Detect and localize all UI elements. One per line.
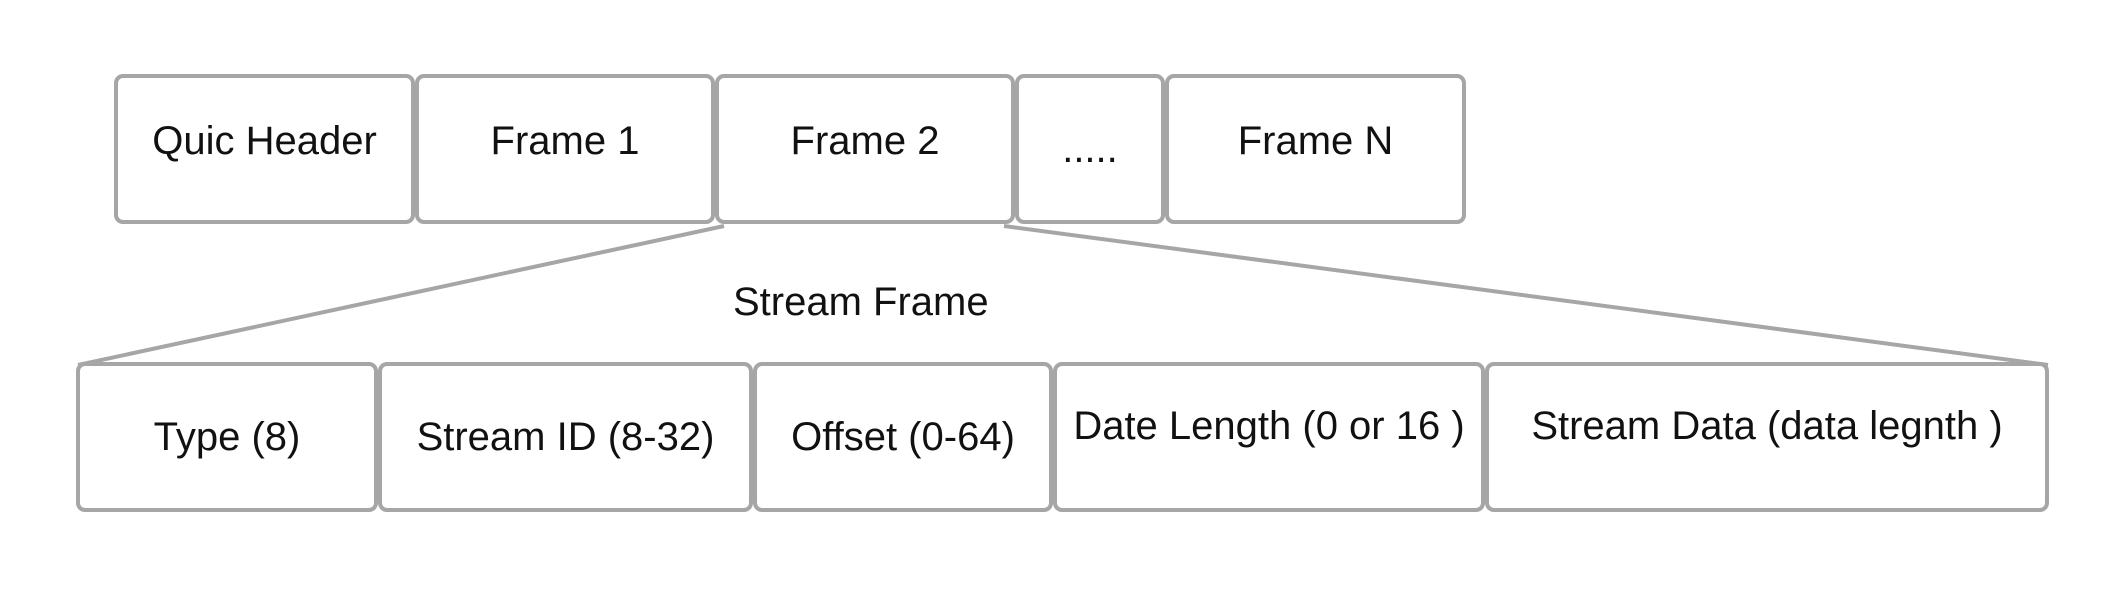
packet-segment-frame-n: Frame N bbox=[1165, 74, 1466, 224]
field-label: Stream Data (data legnth ) bbox=[1531, 403, 2003, 448]
field-stream-data: Stream Data (data legnth ) bbox=[1485, 362, 2049, 512]
packet-segment-label: Frame N bbox=[1237, 118, 1394, 163]
packet-segment-frame-2: Frame 2 bbox=[715, 74, 1015, 224]
field-label: Type (8) bbox=[153, 414, 301, 459]
packet-segment-ellipsis: ..... bbox=[1015, 74, 1165, 224]
connector-right-line bbox=[1003, 224, 2049, 367]
packet-segment-label: Quic Header bbox=[152, 118, 377, 163]
stream-frame-title: Stream Frame bbox=[733, 280, 989, 324]
field-label: Date Length (0 or 16 ) bbox=[1073, 403, 1465, 448]
packet-segment-label: Frame 1 bbox=[490, 118, 640, 163]
packet-segment-label: ..... bbox=[1062, 126, 1118, 171]
packet-segment-label: Frame 2 bbox=[790, 118, 940, 163]
field-label: Stream ID (8-32) bbox=[416, 414, 715, 459]
field-label: Offset (0-64) bbox=[791, 414, 1015, 459]
field-offset: Offset (0-64) bbox=[753, 362, 1053, 512]
connector-left-line bbox=[77, 224, 725, 367]
field-type: Type (8) bbox=[76, 362, 378, 512]
packet-segment-quic-header: Quic Header bbox=[114, 74, 415, 224]
field-stream-id: Stream ID (8-32) bbox=[378, 362, 753, 512]
field-data-length: Date Length (0 or 16 ) bbox=[1053, 362, 1485, 512]
packet-segment-frame-1: Frame 1 bbox=[415, 74, 715, 224]
